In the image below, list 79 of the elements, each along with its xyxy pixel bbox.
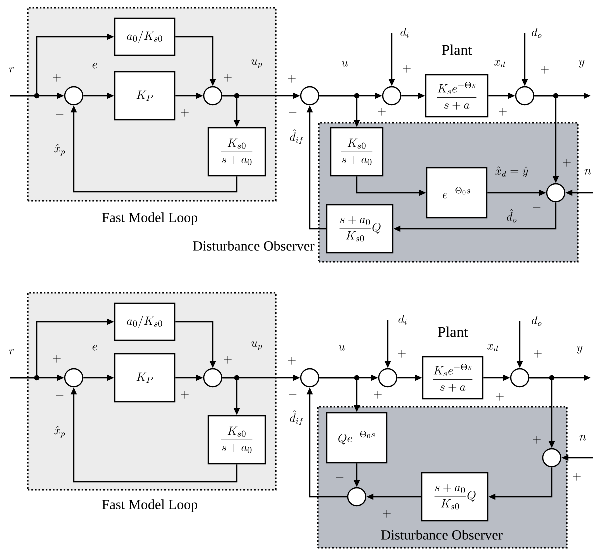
signal-label: $\hat{x}_p$ bbox=[54, 426, 66, 438]
summing-junction bbox=[378, 368, 398, 388]
region-title: Fast Model Loop bbox=[102, 212, 198, 226]
signal-label: $d_i$ bbox=[398, 314, 407, 326]
summing-junction bbox=[64, 86, 84, 106]
sign-label: $+$ bbox=[181, 391, 189, 399]
block-title: Plant bbox=[442, 44, 472, 56]
transfer-block: $\frac{K_{s0}}{s+a_0}$ bbox=[208, 127, 266, 177]
summing-junction bbox=[203, 86, 223, 106]
transfer-block: $a_0/K_{s0}$ bbox=[114, 18, 176, 56]
signal-label: $e$ bbox=[92, 63, 98, 69]
sign-label: $+$ bbox=[563, 159, 571, 167]
signal-label: $r$ bbox=[10, 67, 14, 73]
sign-label: $+$ bbox=[383, 510, 391, 518]
signal-label: $d_o$ bbox=[532, 28, 542, 38]
transfer-block: $e^{-\Theta_0 s}$ bbox=[426, 167, 488, 219]
block-title: Plant bbox=[438, 326, 468, 338]
sign-label: $+$ bbox=[288, 75, 296, 83]
transfer-block: $\frac{K_s e^{-\Theta s}}{s+a}$ bbox=[422, 356, 484, 400]
signal-label: $u_p$ bbox=[252, 342, 262, 350]
transfer-block: $\frac{s+a_0}{K_{s0}}Q$ bbox=[421, 472, 489, 522]
region-title: Disturbance Observer bbox=[381, 530, 503, 540]
summing-junction bbox=[347, 487, 367, 507]
sign-label: $+$ bbox=[53, 74, 61, 82]
signal-label: $\hat{d}_o$ bbox=[507, 209, 517, 223]
summing-junction bbox=[546, 183, 566, 203]
signal-label: $u$ bbox=[339, 345, 345, 351]
transfer-block: $\frac{K_{s0}}{s+a_0}$ bbox=[208, 415, 266, 465]
signal-label: $\hat{x}_p$ bbox=[54, 144, 66, 156]
sign-label: $+$ bbox=[533, 436, 541, 444]
sign-label: $+$ bbox=[534, 350, 542, 358]
sign-label: $+$ bbox=[181, 109, 189, 117]
signal-label: $x_d$ bbox=[494, 60, 506, 68]
signal-label: $r$ bbox=[10, 349, 14, 355]
sign-label: $+$ bbox=[398, 350, 406, 358]
sign-label: $-$ bbox=[289, 394, 297, 396]
sign-label: $-$ bbox=[56, 114, 64, 116]
sign-label: $+$ bbox=[374, 391, 382, 399]
sign-label: $+$ bbox=[224, 74, 232, 82]
summing-junction bbox=[542, 448, 562, 468]
sign-label: $+$ bbox=[378, 108, 386, 116]
signal-label: $y$ bbox=[579, 60, 585, 68]
summing-junction bbox=[515, 86, 535, 106]
transfer-block: $K_P$ bbox=[114, 71, 176, 121]
sign-label: $+$ bbox=[499, 108, 507, 116]
summing-junction bbox=[300, 368, 320, 388]
transfer-block: $Qe^{-\Theta_0 s}$ bbox=[326, 412, 388, 464]
transfer-block: $\frac{K_{s0}}{s+a_0}$ bbox=[330, 127, 384, 177]
transfer-block: $\frac{s+a_0}{K_{s0}}Q$ bbox=[326, 204, 394, 254]
signal-label: $x_d$ bbox=[488, 344, 498, 352]
signal-label: $\hat{d}_{if}$ bbox=[290, 410, 304, 426]
signal-label: $e$ bbox=[92, 345, 98, 351]
signal-label: $\hat{x}_d=\hat{y}$ bbox=[496, 166, 528, 178]
region-title: Fast Model Loop bbox=[102, 500, 198, 512]
signal-label: $n$ bbox=[580, 435, 586, 441]
sign-label: $+$ bbox=[541, 66, 549, 74]
sign-label: $+$ bbox=[224, 356, 232, 364]
transfer-block: $K_P$ bbox=[114, 353, 176, 403]
sign-label: $+$ bbox=[288, 357, 296, 365]
sign-label: $+$ bbox=[53, 355, 61, 363]
summing-junction bbox=[510, 368, 530, 388]
signal-label: $u$ bbox=[342, 61, 348, 67]
transfer-block: $a_0/K_{s0}$ bbox=[114, 302, 176, 342]
sign-label: $+$ bbox=[496, 393, 504, 401]
signal-label: $y$ bbox=[577, 346, 583, 354]
sign-label: $+$ bbox=[573, 473, 581, 481]
signal-label: $d_o$ bbox=[532, 316, 542, 326]
signal-label: $d_i$ bbox=[400, 28, 409, 38]
transfer-block: $\frac{K_s e^{-\Theta s}}{s+a}$ bbox=[425, 74, 489, 118]
summing-junction bbox=[382, 86, 402, 106]
sign-label: $-$ bbox=[289, 112, 297, 114]
summing-junction bbox=[300, 86, 320, 106]
signal-label: $u_p$ bbox=[252, 60, 262, 68]
signal-label: $n$ bbox=[584, 169, 592, 175]
sign-label: $+$ bbox=[403, 65, 411, 73]
summing-junction bbox=[64, 368, 84, 388]
region-title: Disturbance Observer bbox=[193, 241, 315, 251]
summing-junction bbox=[203, 368, 223, 388]
signal-label: $\hat{d}_{if}$ bbox=[290, 130, 304, 144]
